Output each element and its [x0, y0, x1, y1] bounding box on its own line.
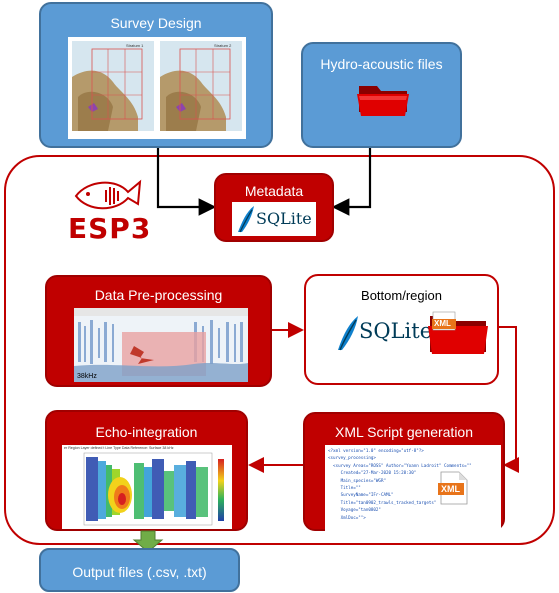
xml-line: Title="tan0902_trawls_tracked_targets"	[328, 499, 437, 505]
xml-line: <survey_processing>	[328, 455, 376, 461]
sqlite-feather-icon-2	[338, 316, 358, 351]
xml-line: Created="27-Mar-2020 15:28:30"	[328, 470, 417, 476]
survey-design-box: Survey Design Stratum 1 Stratum 2	[39, 2, 273, 148]
arrow-hydro-to-metadata	[331, 148, 372, 216]
sqlite-feather-icon	[238, 206, 254, 233]
esp3-logo-text: ESP3	[68, 212, 152, 245]
xml-line: Title=""	[328, 485, 361, 491]
xml-line: SurveyName="IFr-CAML"	[328, 492, 394, 498]
esp3-logo: ESP3	[64, 172, 154, 252]
folder-icon	[357, 86, 409, 116]
arrow-bottom-to-xml	[499, 326, 519, 473]
echo-integration-title: Echo-integration	[95, 424, 198, 440]
xml-script-title: XML Script generation	[335, 424, 473, 440]
echogram: 38kHz	[74, 308, 248, 382]
bottom-region-box: Bottom/region SQLite XML	[304, 274, 499, 385]
bottom-sqlite-text: SQLite	[359, 319, 433, 343]
hydro-acoustic-title: Hydro-acoustic files	[320, 56, 443, 72]
bottom-region-title: Bottom/region	[361, 288, 442, 303]
output-files-title: Output files (.csv, .txt)	[72, 564, 207, 580]
echo-integration-image: er Region Layer defined t Line Type Data…	[62, 445, 232, 529]
xml-script-box: XML Script generation <?xml version="1.0…	[303, 412, 505, 533]
bottom-sqlite-logo: SQLite	[332, 312, 432, 352]
echo-heatmap	[83, 452, 224, 526]
echo-integration-box: Echo-integration er Region Layer defined…	[45, 410, 248, 531]
fish-icon	[74, 179, 142, 210]
xml-line: XmlDoc="">	[328, 514, 366, 520]
xml-file-badge-text: XML	[441, 484, 460, 494]
echogram-image: 38kHz	[74, 308, 248, 382]
survey-maps-image: Stratum 1 Stratum 2	[68, 37, 246, 139]
xml-folder-icon	[428, 311, 488, 354]
xml-line: <?xml version="1.0" encoding="utf-8"?>	[328, 448, 424, 453]
metadata-sqlite-logo: SQLite	[232, 202, 316, 236]
freq-label: 38kHz	[77, 373, 97, 380]
bottom-xml-badge-text: XML	[434, 319, 451, 328]
metadata-title: Metadata	[244, 183, 304, 199]
survey-design-title: Survey Design	[110, 15, 202, 31]
survey-maps: Stratum 1 Stratum 2	[72, 41, 242, 131]
arrow-survey-to-metadata	[156, 148, 217, 216]
preprocessing-box: Data Pre-processing 38kHz	[45, 275, 272, 387]
xml-line: <survey Areas="ROSS" Author="Yoann Ladro…	[328, 462, 472, 468]
map-right-caption: Stratum 2	[214, 43, 232, 48]
output-files-box: Output files (.csv, .txt)	[39, 548, 240, 592]
map-left-caption: Stratum 1	[126, 43, 144, 48]
arrow-echo-to-output	[132, 530, 164, 553]
xml-line: Main_species="WGR"	[328, 477, 386, 483]
preprocessing-title: Data Pre-processing	[94, 287, 223, 303]
echo-header-text: er Region Layer defined t Line Type Data…	[64, 446, 174, 450]
esp3-frame	[4, 155, 555, 545]
xml-line: Voyage="tan0802"	[328, 507, 381, 513]
xml-file-icon	[438, 471, 468, 505]
metadata-sqlite-text: SQLite	[256, 209, 312, 228]
bottom-xml-folder: XML	[426, 310, 490, 356]
xml-doc-icon: XML	[437, 470, 469, 506]
hydro-acoustic-box: Hydro-acoustic files	[301, 42, 462, 148]
xml-code-panel: <?xml version="1.0" encoding="utf-8"?> <…	[325, 445, 501, 533]
metadata-box: Metadata SQLite	[214, 173, 334, 242]
